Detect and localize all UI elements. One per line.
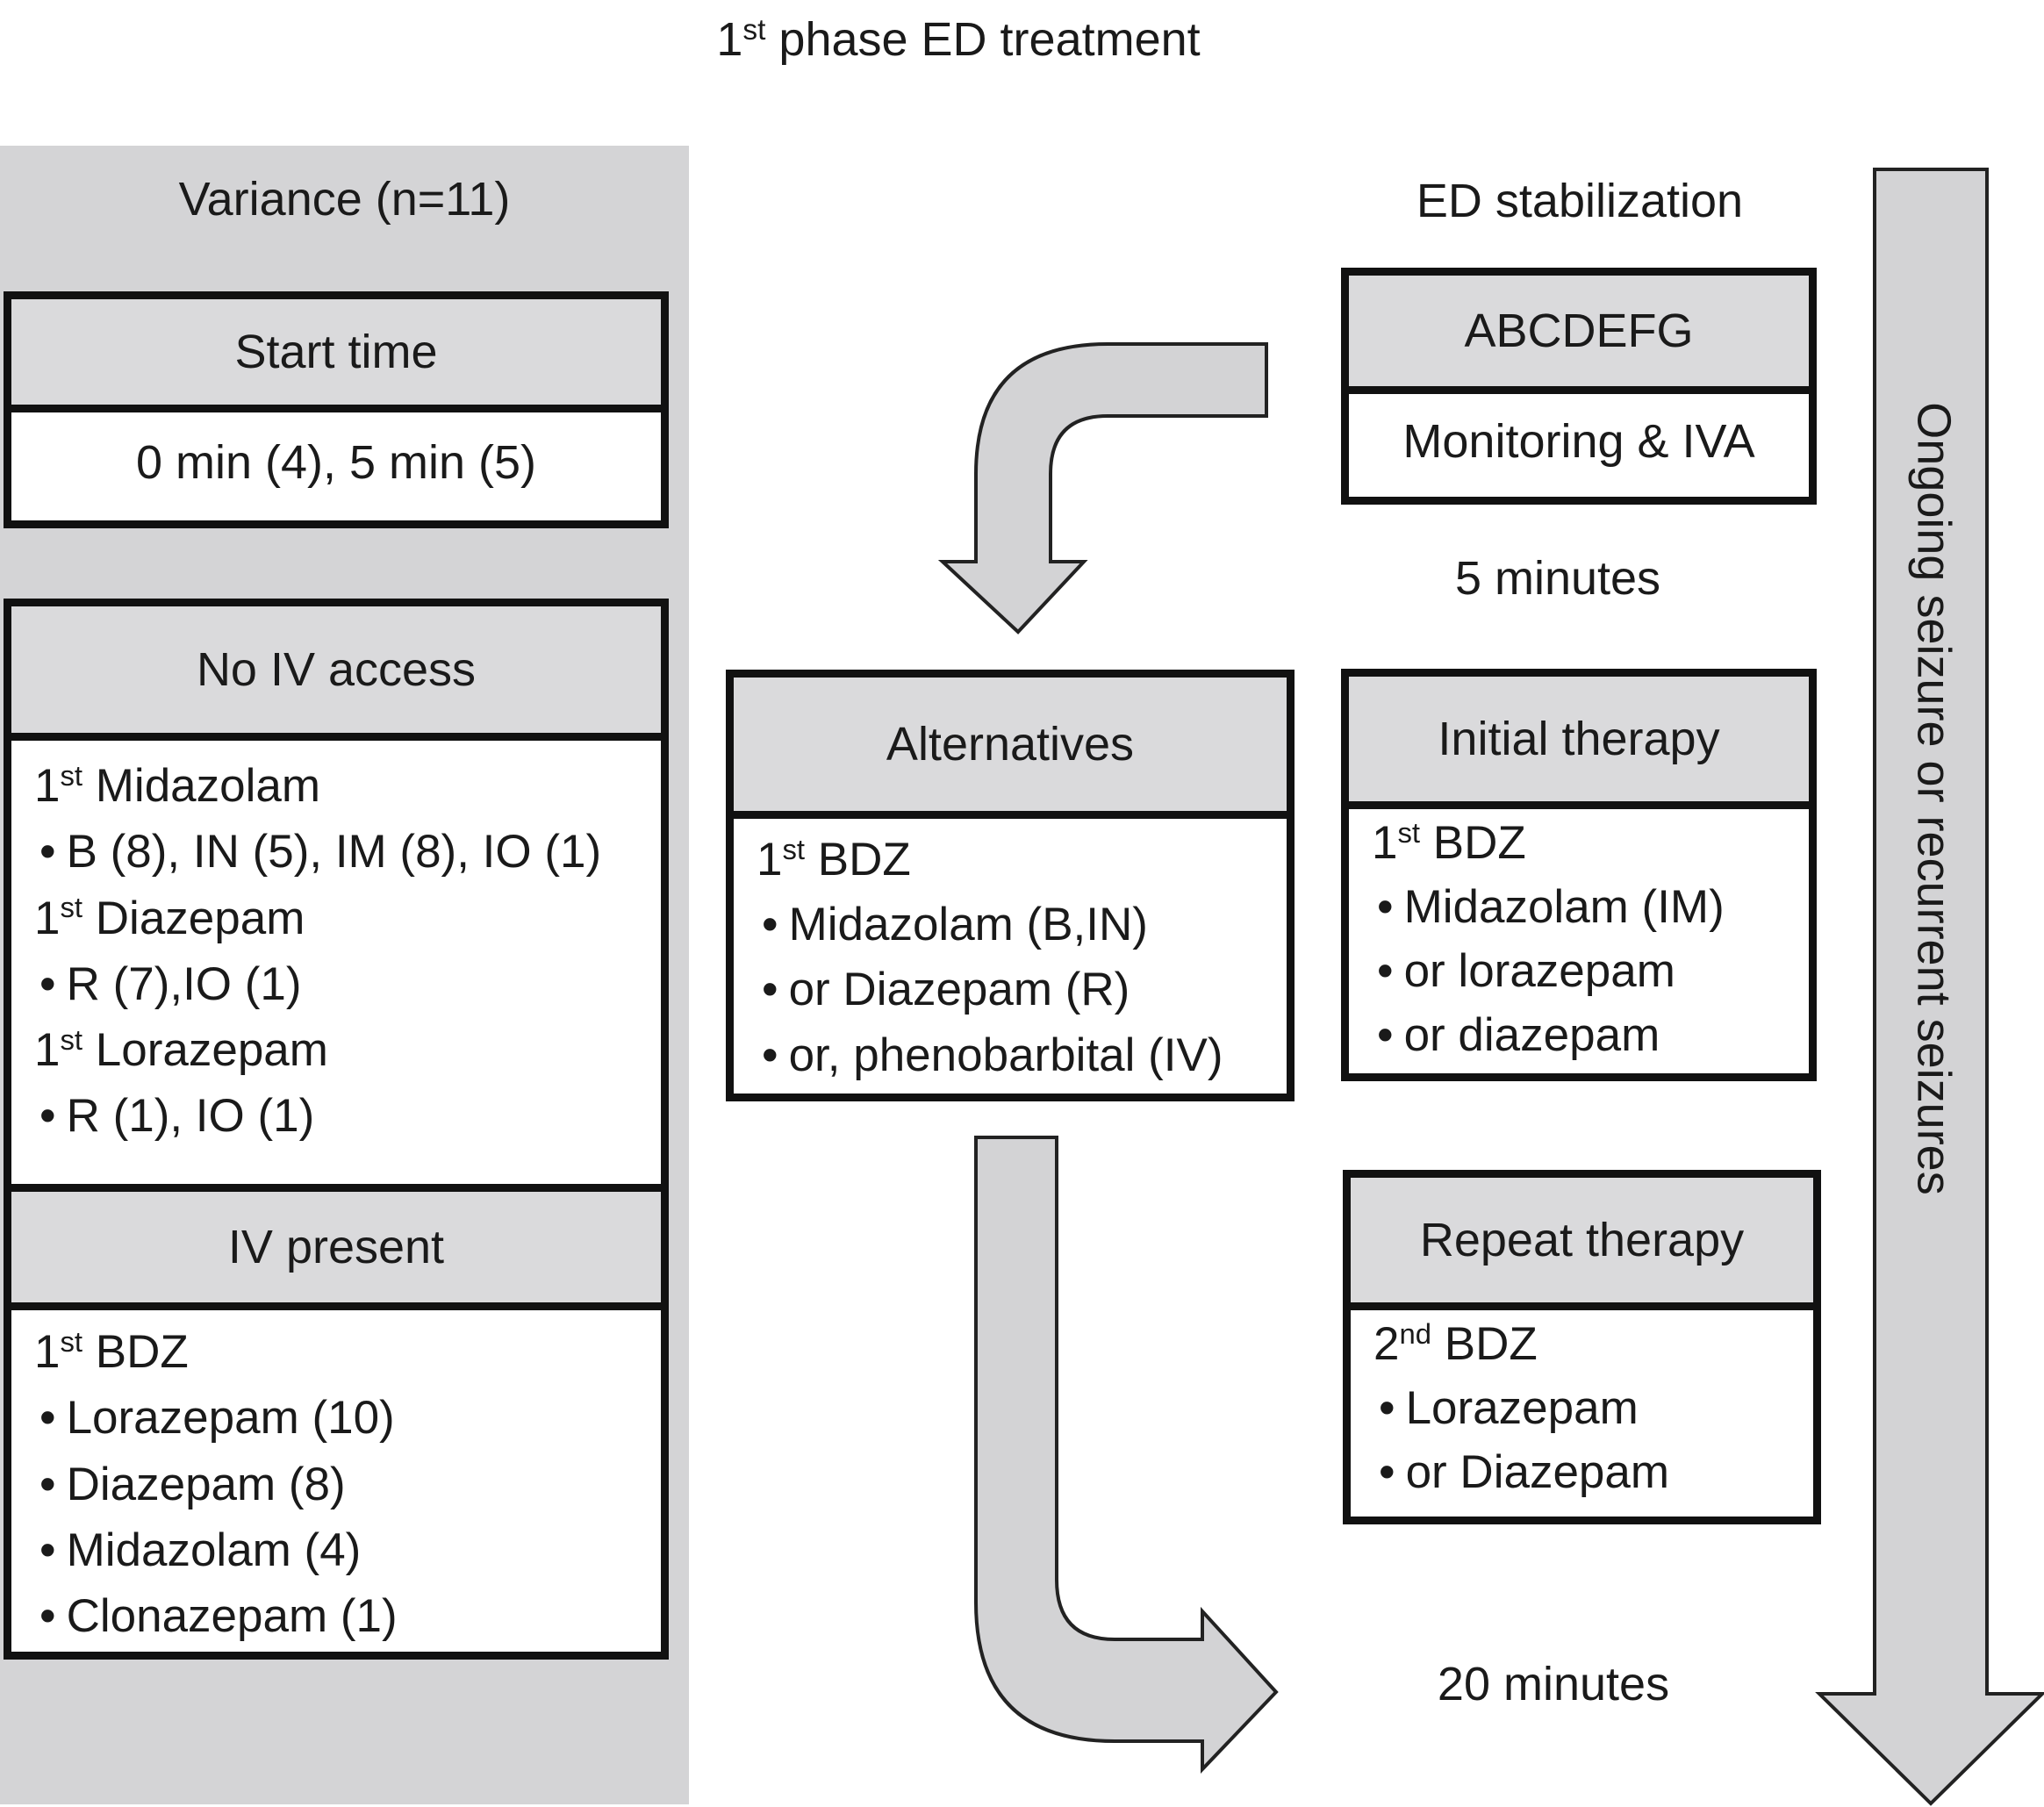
- list-heading: 1st Lorazepam: [34, 1017, 661, 1083]
- bullet-item: or, phenobarbital (IV): [757, 1023, 1287, 1088]
- ordinal-suffix: nd: [1399, 1316, 1432, 1350]
- line-text: Diazepam (8): [66, 1458, 346, 1510]
- alternatives-header: Alternatives: [734, 678, 1287, 819]
- line-text: Lorazepam (10): [66, 1392, 395, 1445]
- line-text: or diazepam: [1403, 1009, 1660, 1062]
- iv-present-header: IV present: [11, 1184, 661, 1310]
- list-heading: 1st BDZ: [1372, 811, 1809, 875]
- ordinal-number: 2: [1373, 1318, 1400, 1370]
- bullet-item: Lorazepam: [1373, 1376, 1813, 1440]
- ongoing-seizure-label: Ongoing seizure or recurrent seizures: [1908, 402, 1962, 1195]
- ed-stabilization-box: ABCDEFG Monitoring & IVA: [1341, 268, 1817, 505]
- ordinal-suffix: st: [60, 1324, 83, 1358]
- list-heading: 1st Diazepam: [34, 886, 661, 951]
- start-time-box: Start time 0 min (4), 5 min (5): [4, 291, 669, 528]
- initial-therapy-body: 1st BDZ Midazolam (IM) or lorazepam or diaz…: [1349, 809, 1809, 1072]
- start-time-header: Start time: [11, 299, 661, 412]
- list-heading: 1st BDZ: [757, 828, 1287, 893]
- diagram-title: 1st phase ED treatment: [716, 13, 1201, 66]
- ongoing-seizure-arrow-icon: [1815, 168, 2044, 1806]
- ordinal-number: 1: [757, 834, 783, 886]
- initial-therapy-box: Initial therapy 1st BDZ Midazolam (IM) or …: [1341, 669, 1817, 1081]
- ed-stabilization-label: ED stabilization: [1416, 175, 1744, 227]
- no-iv-access-body: 1st MidazolamB (8), IN (5), IM (8), IO (…: [11, 741, 661, 1184]
- ordinal-suffix: st: [782, 832, 806, 865]
- line-text: Diazepam: [82, 892, 305, 944]
- line-text: or, phenobarbital (IV): [788, 1029, 1223, 1081]
- bullet-item: Midazolam (IM): [1372, 875, 1809, 939]
- start-time-value: 0 min (4), 5 min (5): [135, 436, 537, 489]
- alternatives-box: Alternatives 1st BDZ Midazolam (B,IN) or D…: [726, 670, 1295, 1101]
- bullet-item: or Diazepam (R): [757, 957, 1287, 1022]
- line-text: BDZ: [1420, 817, 1526, 869]
- line-text: or Diazepam (R): [788, 964, 1130, 1016]
- variance-title: Variance (n=11): [178, 173, 511, 226]
- line-text: Midazolam (B,IN): [788, 899, 1148, 951]
- line-text: BDZ: [1431, 1318, 1538, 1370]
- five-minutes-label: 5 minutes: [1454, 552, 1661, 605]
- line-text: BDZ: [805, 834, 911, 886]
- ordinal-suffix: st: [60, 758, 83, 792]
- bullet-item: Midazolam (B,IN): [757, 893, 1287, 957]
- line-text: R (1), IO (1): [66, 1090, 315, 1143]
- bullet-item: R (7),IO (1): [34, 951, 661, 1017]
- bullet-item: Midazolam (4): [34, 1517, 661, 1583]
- bullet-item: Clonazepam (1): [34, 1583, 661, 1649]
- bullet-item: R (1), IO (1): [34, 1083, 661, 1149]
- alternatives-body: 1st BDZ Midazolam (B,IN) or Diazepam (R) or…: [734, 819, 1287, 1091]
- bullet-item: or diazepam: [1372, 1003, 1809, 1067]
- iv-present-body: 1st BDZ Lorazepam (10) Diazepam (8) Midazol…: [11, 1310, 661, 1644]
- line-text: or Diazepam: [1405, 1446, 1670, 1499]
- line-text: Midazolam (4): [66, 1524, 362, 1576]
- bullet-item: or lorazepam: [1372, 939, 1809, 1003]
- line-text: R (7),IO (1): [66, 957, 302, 1010]
- repeat-therapy-body: 2nd BDZ Lorazepam or Diazepam: [1351, 1310, 1813, 1517]
- twenty-minutes-label: 20 minutes: [1437, 1658, 1670, 1710]
- ordinal-number: 1: [34, 892, 61, 944]
- curved-down-arrow-icon: [937, 342, 1268, 635]
- repeat-therapy-header: Repeat therapy: [1351, 1178, 1813, 1310]
- line-text: or lorazepam: [1403, 945, 1675, 998]
- bullet-item: Diazepam (8): [34, 1452, 661, 1517]
- monitoring-iva: Monitoring & IVA: [1402, 415, 1755, 468]
- initial-therapy-header: Initial therapy: [1349, 677, 1809, 809]
- ordinal-suffix: st: [60, 1022, 83, 1056]
- curved-right-arrow-icon: [974, 1136, 1279, 1774]
- bullet-item: Lorazepam (10): [34, 1385, 661, 1451]
- ordinal-number: 1: [1372, 817, 1398, 869]
- bullet-item: B (8), IN (5), IM (8), IO (1): [34, 819, 661, 885]
- ordinal-number: 1: [34, 1024, 61, 1076]
- line-text: Midazolam: [82, 760, 321, 812]
- ordinal-suffix: st: [60, 891, 83, 924]
- list-heading: 1st BDZ: [34, 1319, 661, 1385]
- repeat-therapy-box: Repeat therapy 2nd BDZ Lorazepam or Diazep…: [1343, 1170, 1821, 1524]
- no-iv-access-header: No IV access: [11, 606, 661, 741]
- line-text: B (8), IN (5), IM (8), IO (1): [66, 826, 602, 878]
- line-text: Midazolam (IM): [1403, 881, 1725, 934]
- bullet-item: or Diazepam: [1373, 1440, 1813, 1504]
- list-heading: 2nd BDZ: [1373, 1312, 1813, 1376]
- line-text: Clonazepam (1): [66, 1590, 398, 1642]
- ordinal-suffix: st: [1397, 815, 1421, 849]
- ordinal-number: 1: [34, 760, 61, 812]
- line-text: Lorazepam: [82, 1024, 328, 1076]
- line-text: BDZ: [82, 1326, 189, 1378]
- list-heading: 1st Midazolam: [34, 753, 661, 819]
- line-text: Lorazepam: [1405, 1382, 1639, 1435]
- abcdefg-header: ABCDEFG: [1349, 276, 1809, 394]
- iv-status-box: No IV access 1st MidazolamB (8), IN (5),…: [4, 599, 669, 1660]
- ordinal-number: 1: [34, 1326, 61, 1378]
